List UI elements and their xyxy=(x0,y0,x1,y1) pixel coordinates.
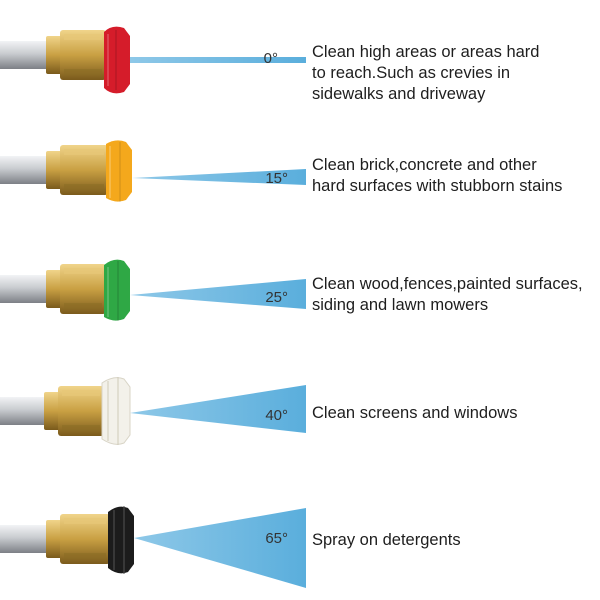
description-line: Clean high areas or areas hard xyxy=(312,43,540,61)
spray-fan-icon xyxy=(132,169,306,185)
angle-label: 0° xyxy=(263,50,278,67)
nozzle-description: Clean brick,concrete and other hard surf… xyxy=(312,155,598,197)
description-line: sidewalks and driveway xyxy=(312,85,486,103)
brass-coupler-icon xyxy=(46,145,108,195)
spray-fan-icon xyxy=(130,385,306,433)
nozzle-row-15-degree: 15° Clean brick,concrete and other hard … xyxy=(0,120,600,240)
nozzle-description: Clean screens and windows xyxy=(312,403,598,424)
nozzle-description: Clean high areas or areas hard to reach.… xyxy=(312,42,598,105)
steel-wand-icon xyxy=(0,525,50,553)
nozzle-illustration xyxy=(0,26,306,94)
angle-label: 15° xyxy=(265,170,288,187)
nozzle-tip-icon xyxy=(106,140,132,202)
steel-wand-icon xyxy=(0,41,50,69)
angle-label: 40° xyxy=(265,407,288,424)
description-line: to reach.Such as crevies in xyxy=(312,64,511,82)
nozzle-tip-icon xyxy=(108,506,134,574)
steel-wand-icon xyxy=(0,275,50,303)
spray-fan-icon xyxy=(130,57,306,63)
description-line: Spray on detergents xyxy=(312,531,461,549)
steel-wand-icon xyxy=(0,156,50,184)
nozzle-tip-icon xyxy=(101,377,131,445)
nozzle-illustration xyxy=(0,377,306,445)
angle-label: 25° xyxy=(265,289,288,306)
nozzle-illustration xyxy=(0,259,306,321)
spray-fan-icon xyxy=(134,508,306,588)
nozzle-row-0-degree: 0° Clean high areas or areas hard to rea… xyxy=(0,0,600,120)
nozzle-row-25-degree: 25° Clean wood,fences,painted surfaces, … xyxy=(0,237,600,357)
spray-fan-icon xyxy=(130,279,306,309)
angle-label: 65° xyxy=(265,530,288,547)
description-line: Clean brick,concrete and other xyxy=(312,156,537,174)
description-line: hard surfaces with stubborn stains xyxy=(312,177,563,195)
description-line: Clean screens and windows xyxy=(312,404,518,422)
description-line: Clean wood,fences,painted surfaces, xyxy=(312,275,583,293)
steel-wand-icon xyxy=(0,397,48,425)
brass-coupler-icon xyxy=(46,514,110,564)
nozzle-row-40-degree: 40° Clean screens and windows xyxy=(0,345,600,465)
brass-coupler-icon xyxy=(46,264,106,314)
nozzle-description: Clean wood,fences,painted surfaces, sidi… xyxy=(312,274,598,316)
nozzle-tip-icon xyxy=(104,259,130,321)
description-line: siding and lawn mowers xyxy=(312,296,489,314)
brass-coupler-icon xyxy=(46,30,106,80)
nozzle-row-65-degree: 65° Spray on detergents xyxy=(0,470,600,590)
nozzle-description: Spray on detergents xyxy=(312,530,598,551)
brass-coupler-icon xyxy=(44,386,104,436)
nozzle-illustration xyxy=(0,506,306,588)
nozzle-tip-icon xyxy=(104,26,130,94)
nozzle-illustration xyxy=(0,140,306,202)
